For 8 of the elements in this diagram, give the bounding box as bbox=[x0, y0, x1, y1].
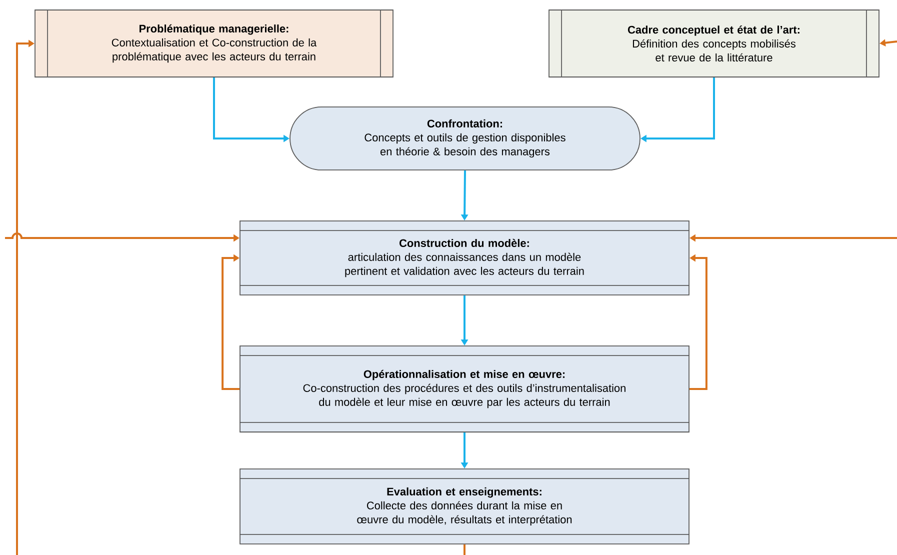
process-box: Cadre conceptuel et état de l’art: Définition des concepts mobilisés et revue de la littérature bbox=[548, 9, 880, 78]
process-box: Evaluation et enseignements: Collecte des données durant la mise en œuvre du modèle, résultats et interprétation bbox=[239, 468, 690, 544]
arrow bbox=[222, 254, 240, 390]
process-box: Problématique managerielle: Contextualisation et Co-construction de la problématique avec les acteurs du terrain bbox=[34, 9, 394, 78]
process-box: Construction du modèle: articulation des connaissances dans un modèle pertinent et validation avec les acteurs du terrain bbox=[239, 220, 690, 296]
process-box: Opérationnalisation et mise en œuvre: Co-construction des procédures et des outils d’instrumentalisation du modèle et leur mise en œuvre par les acteurs du terrain bbox=[239, 346, 690, 432]
rounded-box: Confrontation: Concepts et outils de gestion disponibles en théorie & besoin des managers bbox=[290, 106, 640, 170]
connector-line bbox=[464, 544, 466, 555]
